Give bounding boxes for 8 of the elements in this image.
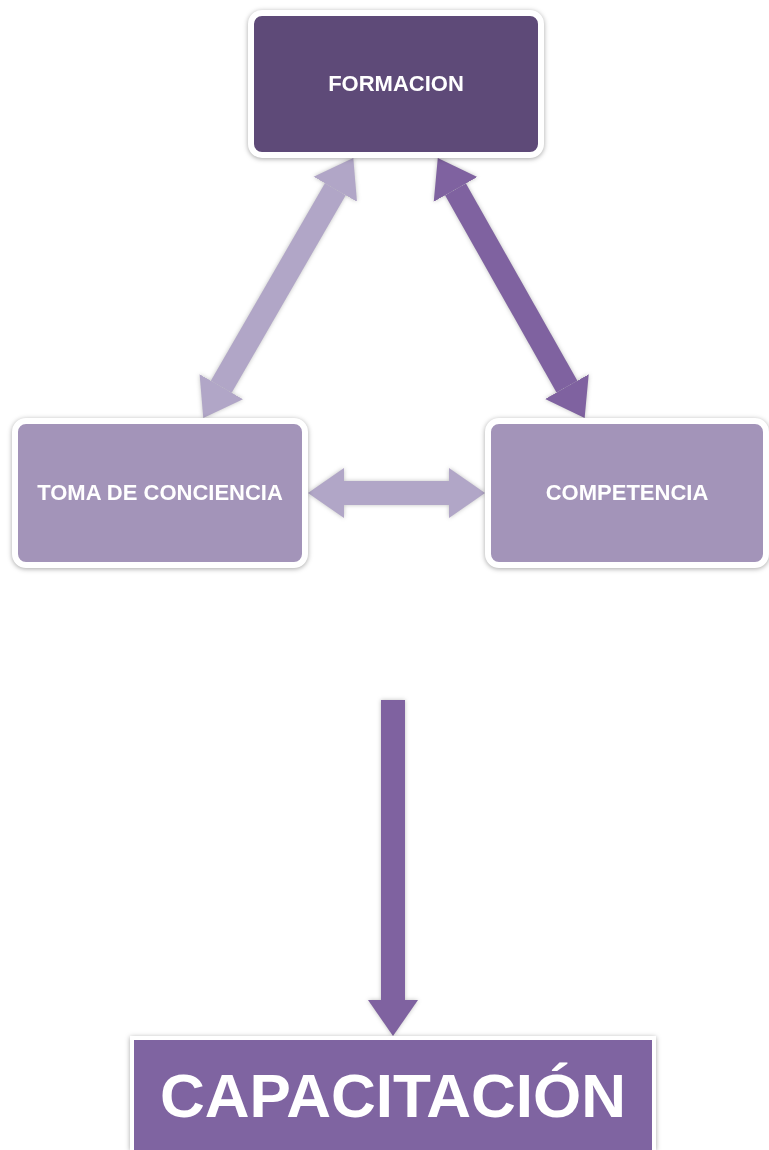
node-label: CAPACITACIÓN — [159, 1059, 627, 1131]
arrow — [368, 700, 418, 1036]
node-label: FORMACION — [328, 71, 464, 97]
arrow — [199, 158, 357, 418]
node-label: COMPETENCIA — [545, 480, 709, 506]
arrow — [433, 158, 589, 418]
arrow — [308, 468, 485, 518]
node-label: TOMA DE CONCIENCIA — [37, 480, 283, 506]
